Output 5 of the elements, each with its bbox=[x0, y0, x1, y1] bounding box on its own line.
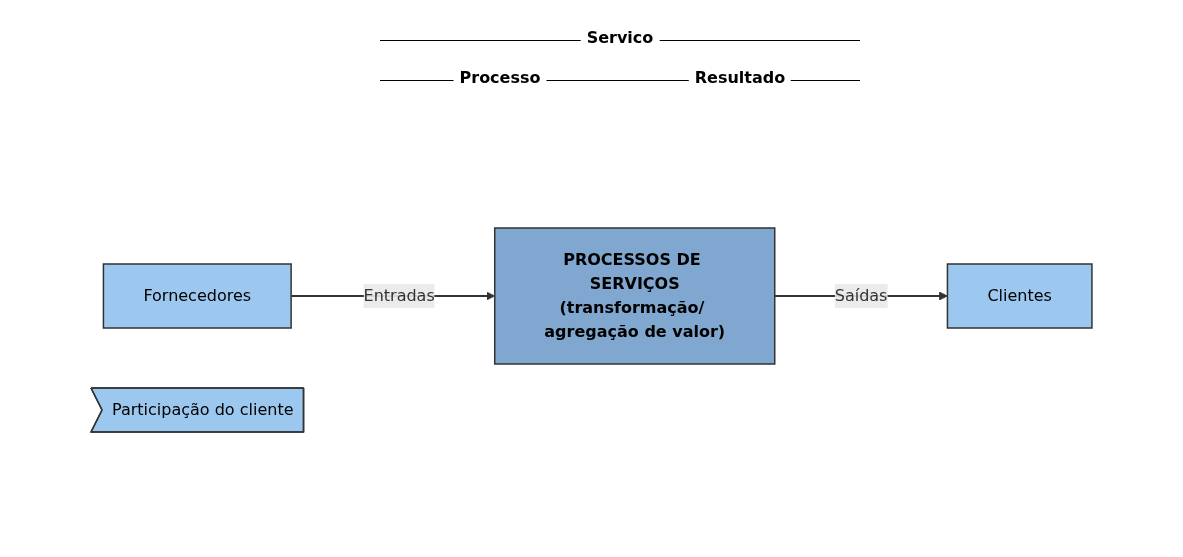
node-box: Clientes bbox=[946, 263, 1093, 329]
edge-label: Saídas bbox=[834, 286, 888, 305]
node-box: Fornecedores bbox=[102, 263, 292, 329]
node-box: PROCESSOS DE SERVIÇOS (transformação/ agregação de valor) bbox=[494, 227, 776, 365]
edge-label: Entradas bbox=[363, 286, 435, 305]
